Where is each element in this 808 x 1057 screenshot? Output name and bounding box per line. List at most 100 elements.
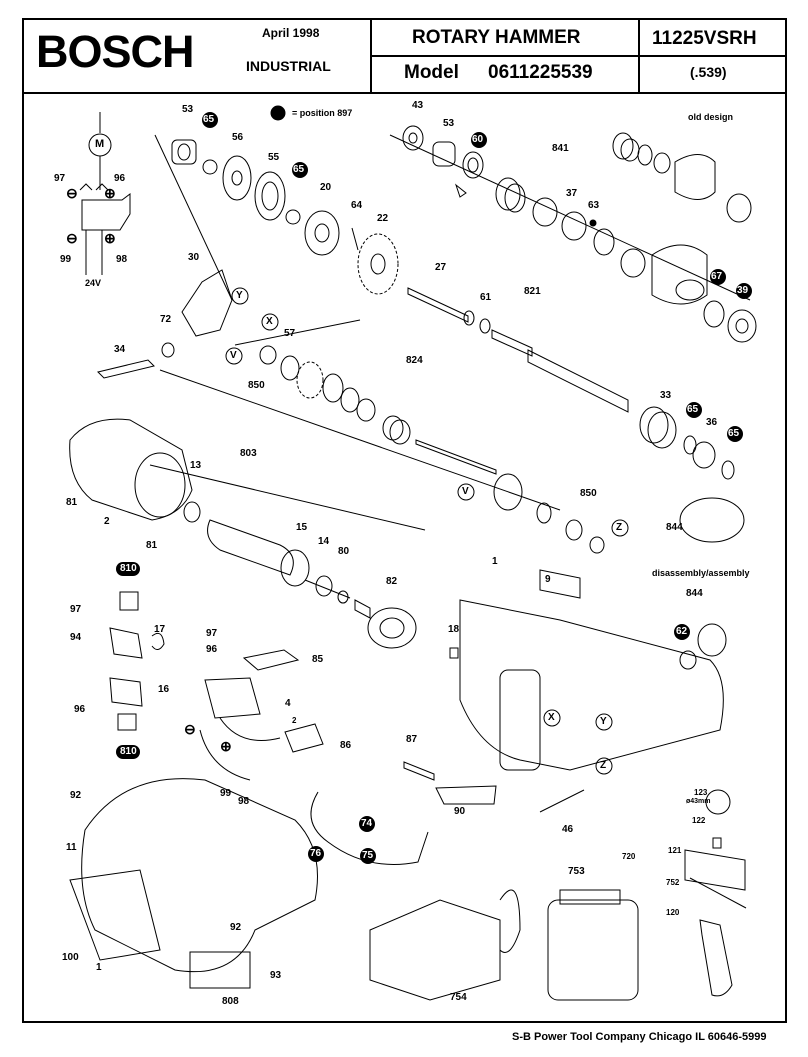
part-label: 17 [154, 624, 166, 635]
legend-dot-icon [270, 105, 286, 121]
old-design-spring-icon [612, 132, 640, 162]
spring-icon [382, 415, 411, 445]
gear-55-icon [254, 171, 286, 221]
clutch-20-icon [304, 210, 340, 256]
sleeve-850a-icon [259, 345, 277, 365]
side-handle-120-icon [699, 919, 733, 997]
part-label: 97 [54, 173, 66, 184]
header-suffix: (.539) [690, 64, 727, 80]
brush-holder-16-icon [109, 677, 143, 707]
part-label: 16 [158, 684, 170, 695]
part-label: 18 [448, 624, 460, 635]
part-label: 94 [70, 632, 82, 643]
part-label: 74 [361, 818, 373, 829]
seal-60-icon [462, 151, 484, 179]
shaft-821-icon [491, 329, 533, 357]
clip-icon [454, 183, 467, 198]
part-label: 120 [666, 908, 680, 917]
switch-4-icon [204, 677, 261, 719]
part-label: 99 [60, 254, 72, 265]
part-label: 850 [248, 380, 265, 391]
ball-63-icon [589, 219, 597, 227]
header-model-number: 0611225539 [488, 62, 593, 83]
part-label: Z [616, 522, 623, 533]
part-label: 96 [206, 644, 218, 655]
part-label: 76 [310, 848, 322, 859]
part-label: 844 [686, 588, 703, 599]
part-label: 80 [338, 546, 350, 557]
washer-72-icon [161, 342, 175, 358]
part-label: 753 [568, 866, 585, 877]
rod-icon [415, 439, 497, 475]
part-label: 803 [240, 448, 257, 459]
switch-plus-symbol: ⊕ [220, 738, 232, 754]
switch-minus-symbol: ⊖ [184, 721, 196, 737]
drawing-frame [22, 18, 787, 1023]
part-label: Z [600, 760, 607, 771]
ring-62-icon [679, 650, 697, 670]
part-label: 82 [386, 576, 398, 587]
ring-b-icon [620, 248, 646, 278]
spring-87-icon [403, 761, 435, 781]
part-label: 55 [268, 152, 280, 163]
part-label: 63 [588, 200, 600, 211]
part-label: 53 [443, 118, 455, 129]
bearing-14-icon [315, 575, 333, 597]
spring-841-icon [495, 177, 526, 213]
label-808-icon [189, 951, 251, 989]
part-label: X [266, 316, 273, 327]
pin-46-icon [539, 789, 585, 813]
bearing-53-icon [171, 139, 197, 165]
disassembly-note: disassembly/assembly [652, 568, 750, 578]
part-label: 81 [66, 497, 78, 508]
seal-gasket-icon [310, 791, 429, 865]
part-label: 92 [70, 790, 82, 801]
baffle-82-icon [367, 607, 417, 649]
bearing-57-icon [280, 355, 300, 381]
ring-65b-icon [285, 209, 301, 225]
screw-18-icon [449, 647, 459, 659]
part-label: 56 [232, 132, 244, 143]
battery-753-icon [547, 889, 639, 1001]
part-label: Y [236, 290, 243, 301]
part-label: 98 [238, 796, 250, 807]
part-label: 37 [566, 188, 578, 199]
washer-56-icon [222, 155, 252, 201]
minus-symbol-2: ⊖ [66, 230, 78, 246]
part-label: 72 [160, 314, 172, 325]
part-label: 752 [666, 878, 680, 887]
part-label: 99 [220, 788, 232, 799]
striker-icon [493, 473, 523, 511]
header-date: April 1998 [262, 26, 320, 40]
part-label: 65 [203, 114, 215, 125]
spring-33-icon [639, 406, 677, 449]
legend-text: = position 897 [292, 108, 353, 118]
part-label: 60 [472, 134, 484, 145]
part-label: 2 [292, 716, 297, 725]
part-label: 841 [552, 143, 569, 154]
pin-64-icon [351, 227, 359, 251]
part-label: 121 [668, 846, 682, 855]
bearing-13-icon [183, 501, 201, 523]
voltage-note: 24V [85, 278, 102, 288]
knob-122-icon [712, 837, 722, 849]
old-design-note: old design [688, 112, 733, 122]
part-label: 844 [666, 522, 683, 533]
part-label: 100 [62, 952, 79, 963]
part-label: 824 [406, 355, 423, 366]
part-label: 46 [562, 824, 574, 835]
part-label: 67 [711, 271, 723, 282]
part-label: 96 [114, 173, 126, 184]
armature-803-icon [207, 519, 351, 599]
part-label: X [548, 712, 555, 723]
diameter-note: ø43mm [686, 798, 711, 805]
part-label: 65 [293, 164, 305, 175]
part-label: 2 [104, 516, 110, 527]
spring-17-icon [151, 632, 165, 650]
part-label: 81 [146, 540, 158, 551]
plus-symbol: ⊕ [104, 185, 116, 201]
part-label: 65 [687, 404, 699, 415]
sleeve-icon [651, 244, 708, 305]
part-label: 122 [692, 816, 706, 825]
brand-logo: BOSCH [36, 26, 195, 77]
